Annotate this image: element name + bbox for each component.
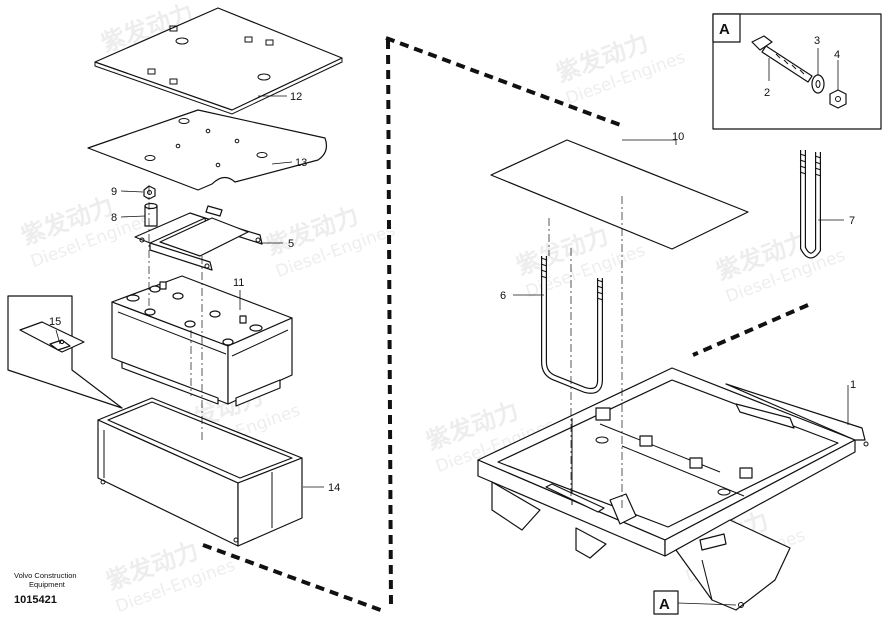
callout-7: 7 <box>849 215 855 227</box>
callout-13: 13 <box>295 157 307 169</box>
detail-callout-15 <box>7 295 123 409</box>
part-5-battery-holder <box>134 205 263 271</box>
detail-a-reference-label: A <box>659 596 670 613</box>
callout-8: 8 <box>111 212 117 224</box>
part-8-spacer-sleeve <box>144 202 158 227</box>
part-6-u-bolt <box>540 256 604 394</box>
callout-6: 6 <box>500 290 506 302</box>
callout-12: 12 <box>290 91 302 103</box>
detail-a-corner-tag <box>712 13 741 43</box>
leader-lines <box>55 48 849 606</box>
part-12-top-cover <box>94 7 343 115</box>
drawing-number: 1015421 <box>14 594 57 606</box>
callout-4: 4 <box>834 49 840 61</box>
part-7-u-bolt <box>799 150 822 259</box>
detail-a-reference-tag: A <box>653 590 679 615</box>
dashed-relation-lines <box>202 36 809 614</box>
detail-a-box: A <box>712 13 882 130</box>
alignment-lines-left <box>148 186 203 440</box>
part-13-lower-cover <box>87 109 328 191</box>
part-2-screw <box>751 35 813 83</box>
callout-11: 11 <box>233 277 244 289</box>
part-1-battery-stand <box>477 367 869 611</box>
callout-14: 14 <box>328 482 340 494</box>
detail-a-label: A <box>719 21 730 38</box>
part-10-box-cover <box>490 139 749 250</box>
callout-10: 10 <box>672 131 684 143</box>
maker-line-2: Equipment <box>29 580 66 589</box>
drawing-footer: Volvo Construction Equipment 1015421 <box>14 571 77 606</box>
alignment-lines-right <box>548 196 623 510</box>
callout-numbers: 1 2 3 4 5 6 7 8 9 10 11 12 13 14 15 <box>49 35 856 494</box>
part-4-nut <box>829 89 847 109</box>
part-9-nut <box>143 185 156 200</box>
callout-5: 5 <box>288 238 294 250</box>
part-3-washer <box>811 74 825 94</box>
callout-3: 3 <box>814 35 820 47</box>
part-14-battery-box <box>97 397 303 547</box>
battery-terminals <box>126 281 263 346</box>
callout-9: 9 <box>111 186 117 198</box>
maker-line-1: Volvo Construction <box>14 571 77 580</box>
callout-1: 1 <box>850 379 856 391</box>
callout-2: 2 <box>764 87 770 99</box>
callout-15: 15 <box>49 316 61 328</box>
